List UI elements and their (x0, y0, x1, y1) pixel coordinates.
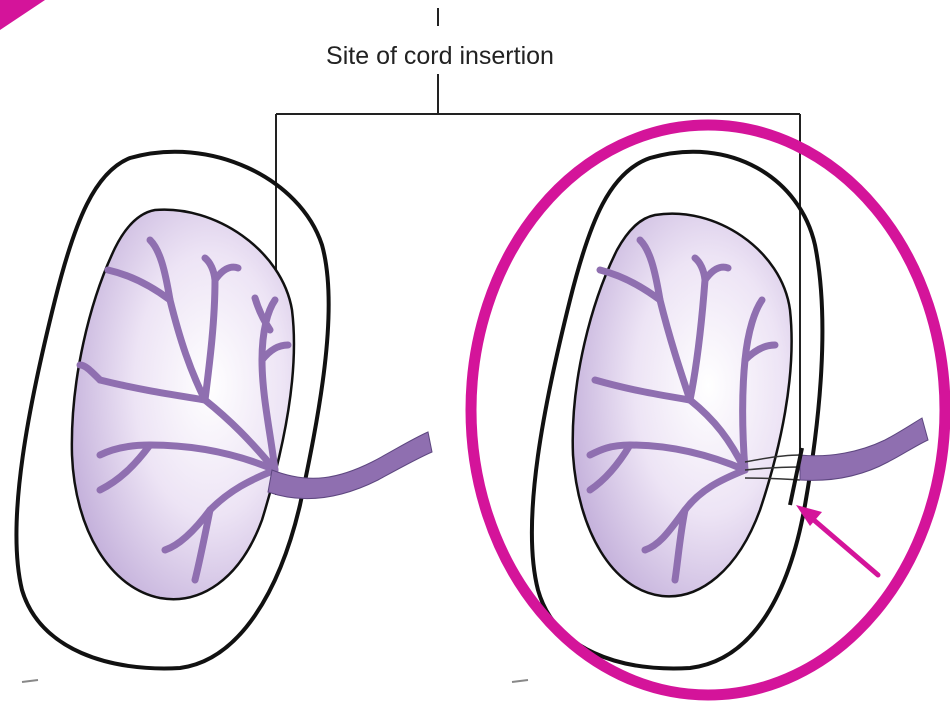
pointer-arrow (796, 505, 878, 575)
bottom-mark-right (512, 680, 528, 682)
corner-accent-shape (0, 0, 45, 30)
umbilical-cord (800, 418, 928, 480)
umbilical-cord (268, 432, 432, 499)
cord-insertion-label: Site of cord insertion (326, 42, 554, 70)
placenta-marginal-insertion (16, 152, 432, 669)
bottom-mark-left (22, 680, 38, 682)
placenta-velamentous-insertion (532, 152, 928, 669)
